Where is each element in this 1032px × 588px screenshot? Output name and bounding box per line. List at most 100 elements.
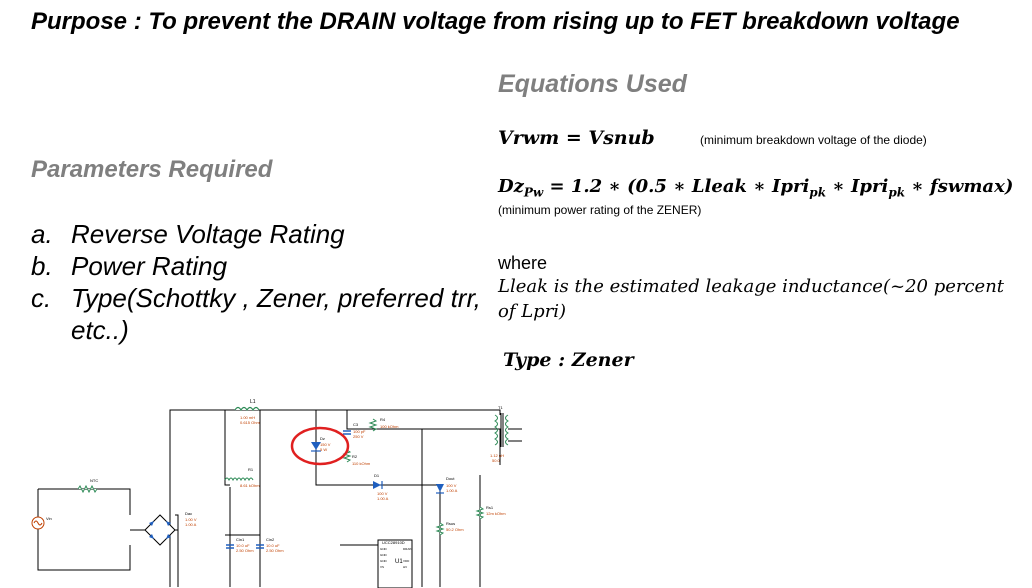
dout-voltage: 100 V — [446, 483, 457, 488]
dzpw-rhs-3: ∗ fswmax) — [905, 176, 1014, 197]
dzpw-subscript: Pw — [523, 185, 544, 200]
cin2-label: Cin2 — [266, 537, 275, 542]
capacitor-c3 — [343, 430, 351, 435]
c3-value: 100 pF — [353, 429, 366, 434]
wire — [169, 409, 501, 587]
ntc-thermistor — [77, 484, 98, 494]
list-item-text: Power Rating — [71, 251, 228, 281]
vin-label: Vin — [46, 516, 52, 521]
parameters-heading: Parameters Required — [31, 156, 273, 183]
cin1-label: Cin1 — [236, 537, 245, 542]
rs1-value: 12m kOhm — [486, 511, 506, 516]
parameters-list: a. Reverse Voltage Rating b. Power Ratin… — [31, 218, 501, 346]
inductor-l1 — [234, 406, 260, 412]
dzpw-note: (minimum power rating of the ZENER) — [498, 203, 702, 217]
wires — [37, 409, 501, 587]
l1-label: L1 — [250, 399, 256, 405]
list-item-text: Reverse Voltage Rating — [71, 219, 345, 249]
capacitor-cin1 — [226, 544, 234, 549]
dac-label: Dac — [185, 511, 192, 516]
t1-label: T1 — [498, 405, 503, 410]
wire — [37, 489, 131, 571]
cin1-value: 10.0 uF — [236, 543, 250, 548]
list-marker: b. — [31, 251, 53, 281]
d1-current: 1.00 A — [377, 496, 389, 501]
list-item: b. Power Rating — [31, 250, 501, 282]
lleak-definition: Lleak is the estimated leakage inductanc… — [498, 274, 1004, 324]
controller-ic — [377, 539, 413, 588]
dz-label: Dz — [320, 436, 325, 441]
dzpw-rhs-1: = 1.2 ∗ (0.5 ∗ Lleak ∗ Ipri — [543, 176, 810, 197]
equations-heading: Equations Used — [498, 70, 687, 98]
where-label: where — [498, 253, 548, 273]
l1-resistance: 0.615 Ohm — [240, 420, 260, 425]
dout-label: Dout — [446, 476, 455, 481]
wire — [224, 410, 230, 486]
zener-diode-dz — [311, 442, 321, 452]
capacitor-cin2 — [256, 544, 264, 549]
r2-value: 110 kOhm — [352, 461, 371, 466]
wire — [175, 514, 179, 587]
wire — [346, 410, 423, 587]
resistor-r1 — [224, 477, 254, 482]
d1-label: D1 — [374, 473, 380, 478]
dac-voltage: 1.00 V — [185, 517, 197, 522]
dzpw-rhs-2: ∗ Ipri — [826, 176, 889, 197]
rsus-label: Rsus — [446, 521, 455, 526]
cin1-esr: 2.50 Ohm — [236, 548, 254, 553]
r1-value: 8.61 kOhm — [240, 483, 260, 488]
ntc-label: NTC — [90, 478, 98, 483]
r1-label: R1 — [248, 467, 254, 472]
resistor-r2 — [342, 449, 352, 463]
list-item: c. Type(Schottky , Zener, preferred trr,… — [31, 282, 501, 346]
type-label: Type : Zener — [503, 349, 634, 371]
ic-pin-hv: HV — [403, 565, 407, 569]
d1-voltage: 100 V — [377, 491, 388, 496]
cin2-esr: 2.50 Ohm — [266, 548, 284, 553]
ic-pin-gnd: GND — [380, 559, 388, 563]
vrwm-note: (minimum breakdown voltage of the diode) — [700, 133, 927, 147]
r4-value: 100 kOhm — [380, 424, 399, 429]
ic-pin-vs: VS — [380, 565, 384, 569]
transformer-t1 — [494, 413, 522, 447]
vrwm-equation: Vrwm = Vsnub — [498, 127, 655, 149]
dac-current: 1.00 A — [185, 522, 197, 527]
lleak-line-2: of Lpri) — [498, 301, 567, 322]
list-marker: c. — [31, 283, 52, 313]
rs1-label: Rs1 — [486, 505, 494, 510]
t1-ratio: 50.0 — [492, 458, 501, 463]
resistor-rs1 — [475, 506, 485, 520]
pk-subscript: pk — [888, 185, 906, 200]
ic-pin-vdd: VDD — [403, 559, 410, 563]
pk-subscript: pk — [809, 185, 827, 200]
dz-power: 5 W — [320, 447, 327, 452]
list-item-text: Type(Schottky , Zener, preferred trr, et… — [71, 283, 481, 345]
dzpw-equation: DzPw = 1.2 ∗ (0.5 ∗ Lleak ∗ Ipripk ∗ Ipr… — [498, 176, 1013, 200]
ic-part-number: UCC28910D — [382, 540, 405, 545]
ic-pin-gnd: GND — [380, 547, 388, 551]
diode-dout — [436, 484, 444, 494]
list-marker: a. — [31, 219, 53, 249]
dzpw-lhs: Dz — [498, 176, 524, 197]
c3-label: C3 — [353, 422, 359, 427]
c3-voltage: 250 V — [353, 434, 364, 439]
ic-designator: U1 — [395, 559, 403, 565]
wire — [422, 428, 501, 465]
r4-label: R4 — [380, 417, 386, 422]
ic-pin-drain: DRAIN — [403, 547, 412, 551]
highlight-circle — [290, 426, 350, 466]
rsus-value: 50.2 Ohm — [446, 527, 464, 532]
ic-pin-gnd: GND — [380, 553, 388, 557]
t1-value: 1.12 uH — [490, 453, 504, 458]
dz-value: 150 V — [320, 442, 331, 447]
ac-source-vin — [31, 516, 45, 530]
purpose-statement: Purpose : To prevent the DRAIN voltage f… — [31, 8, 960, 35]
cin2-value: 10.0 uF — [266, 543, 280, 548]
dout-current: 1.00 A — [446, 488, 458, 493]
r2-label: R2 — [352, 454, 358, 459]
l1-value: 1.00 mH — [240, 415, 255, 420]
bridge-rectifier-dac — [130, 514, 178, 546]
schematic-diagram: L1 1.00 mH 0.615 Ohm C3 100 pF 250 V R4 … — [31, 399, 522, 588]
resistor-rsus — [435, 522, 445, 536]
resistor-r4 — [368, 418, 378, 432]
